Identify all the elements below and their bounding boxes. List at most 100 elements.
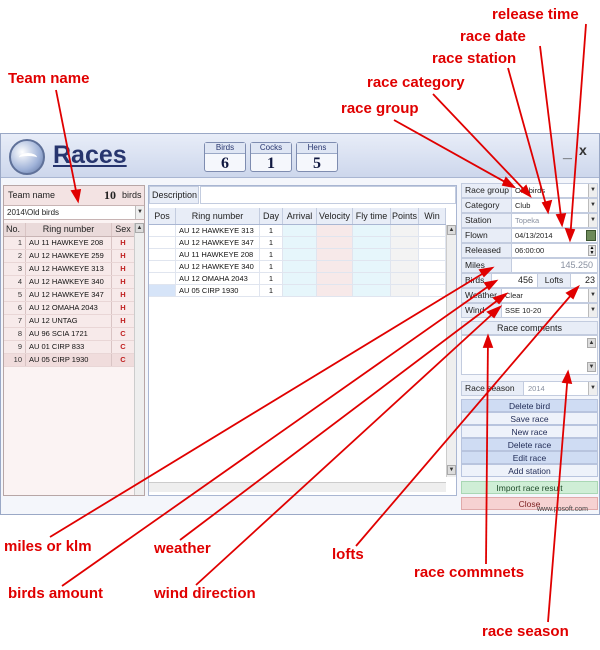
chevron-down-icon[interactable]: ▼	[588, 382, 597, 395]
row-number: 1	[4, 237, 26, 249]
window-title: Races	[53, 141, 127, 169]
col-win[interactable]: Win	[419, 208, 446, 224]
col-ring-number[interactable]: Ring number	[176, 208, 260, 224]
lofts-input[interactable]: 23	[584, 275, 595, 285]
col-fly-time[interactable]: Fly time	[353, 208, 391, 224]
chevron-down-icon[interactable]: ▼	[588, 289, 597, 302]
edit-race-button[interactable]: Edit race	[461, 451, 598, 464]
cell-arrival[interactable]	[283, 285, 317, 296]
lofts-label: Lofts	[537, 274, 571, 287]
race-comments-label: Race comments	[461, 321, 598, 335]
chevron-down-icon[interactable]: ▼	[588, 199, 597, 212]
new-race-button[interactable]: New race	[461, 425, 598, 438]
cell-arrival[interactable]	[283, 237, 317, 248]
cell-pos	[149, 261, 176, 272]
time-spinner-icon[interactable]: ▲▼	[588, 245, 596, 256]
annotation-race-station: race station	[432, 50, 517, 67]
add-station-button[interactable]: Add station	[461, 464, 598, 477]
minimize-button[interactable]: _	[563, 144, 572, 161]
hens-counter-value: 5	[313, 155, 321, 172]
cell-fly-time	[353, 249, 391, 260]
scroll-up-icon[interactable]: ▲	[587, 338, 596, 348]
scroll-down-icon[interactable]: ▼	[447, 465, 456, 475]
cell-day: 1	[260, 237, 283, 248]
category-field[interactable]: Category Club ▼	[461, 198, 598, 213]
cell-fly-time	[353, 261, 391, 272]
chevron-down-icon[interactable]: ▼	[588, 184, 597, 197]
cell-pos	[149, 273, 176, 284]
col-sex[interactable]: Sex	[115, 224, 131, 234]
title-bar: Races Birds 6 Cocks 1 Hens 5 _ x	[1, 134, 599, 178]
released-field[interactable]: Released 06:00:00 ▲▼	[461, 243, 598, 258]
team-bird-count: 10	[104, 188, 116, 202]
scroll-up-icon[interactable]: ▲	[135, 223, 144, 233]
close-window-button[interactable]: x	[579, 142, 587, 158]
description-input[interactable]	[200, 186, 456, 204]
col-pos[interactable]: Pos	[149, 208, 176, 224]
race-season-field[interactable]: Race season 2014 ▼	[461, 381, 598, 396]
col-day[interactable]: Day	[260, 208, 283, 224]
race-comments-input[interactable]: ▲ ▼	[461, 335, 598, 375]
cell-velocity	[317, 249, 353, 260]
scroll-up-icon[interactable]: ▲	[447, 225, 456, 235]
weather-field[interactable]: Weather Clear ▼	[461, 288, 598, 303]
cell-arrival[interactable]	[283, 249, 317, 260]
save-race-button[interactable]: Save race	[461, 412, 598, 425]
team-select[interactable]: 2014\Old birds ▼	[4, 206, 144, 220]
col-ring-number[interactable]: Ring number	[26, 223, 112, 236]
col-no[interactable]: No.	[4, 223, 26, 236]
row-ring-number: AU 12 HAWKEYE 313	[26, 263, 112, 275]
col-velocity[interactable]: Velocity	[317, 208, 353, 224]
chevron-down-icon[interactable]: ▼	[135, 206, 144, 219]
annotation-birds-amount: birds amount	[8, 585, 104, 602]
row-ring-number: AU 12 HAWKEYE 259	[26, 250, 112, 262]
race-results-scrollbar[interactable]: ▲ ▼	[446, 225, 456, 477]
row-ring-number: AU 01 CIRP 833	[26, 341, 112, 353]
scroll-down-icon[interactable]: ▼	[587, 362, 596, 372]
birds-table-header: No. Ring number Sex	[4, 223, 134, 237]
cell-points	[391, 261, 419, 272]
row-sex: H	[120, 251, 126, 260]
import-race-result-button[interactable]: Import race result	[461, 481, 598, 494]
chevron-down-icon[interactable]: ▼	[588, 214, 597, 227]
cell-pos	[149, 237, 176, 248]
cell-arrival[interactable]	[283, 261, 317, 272]
calendar-icon[interactable]	[586, 230, 596, 241]
row-ring-number: AU 12 OMAHA 2043	[26, 302, 112, 314]
birds-table-scrollbar[interactable]: ▲	[134, 223, 144, 495]
station-label: Station	[462, 214, 512, 227]
chevron-down-icon[interactable]: ▼	[588, 304, 597, 317]
miles-field[interactable]: Miles 145.250	[461, 258, 598, 273]
station-field[interactable]: Station Topeka ▼	[461, 213, 598, 228]
col-arrival[interactable]: Arrival	[283, 208, 317, 224]
delete-bird-button[interactable]: Delete bird	[461, 399, 598, 412]
team-bird-unit: birds	[122, 190, 142, 200]
delete-race-button[interactable]: Delete race	[461, 438, 598, 451]
col-points[interactable]: Points	[391, 208, 419, 224]
race-results-hscrollbar[interactable]	[149, 482, 446, 492]
wind-field[interactable]: Wind SSE 10-20 ▼	[461, 303, 598, 318]
team-panel: Team name 10 birds 2014\Old birds ▼ No. …	[3, 185, 145, 496]
race-group-field[interactable]: Race group Old birds ▼	[461, 183, 598, 198]
cell-arrival[interactable]	[283, 273, 317, 284]
flown-field[interactable]: Flown 04/13/2014	[461, 228, 598, 243]
birds-amount-input[interactable]: 456	[517, 275, 533, 285]
cell-arrival[interactable]	[283, 225, 317, 236]
